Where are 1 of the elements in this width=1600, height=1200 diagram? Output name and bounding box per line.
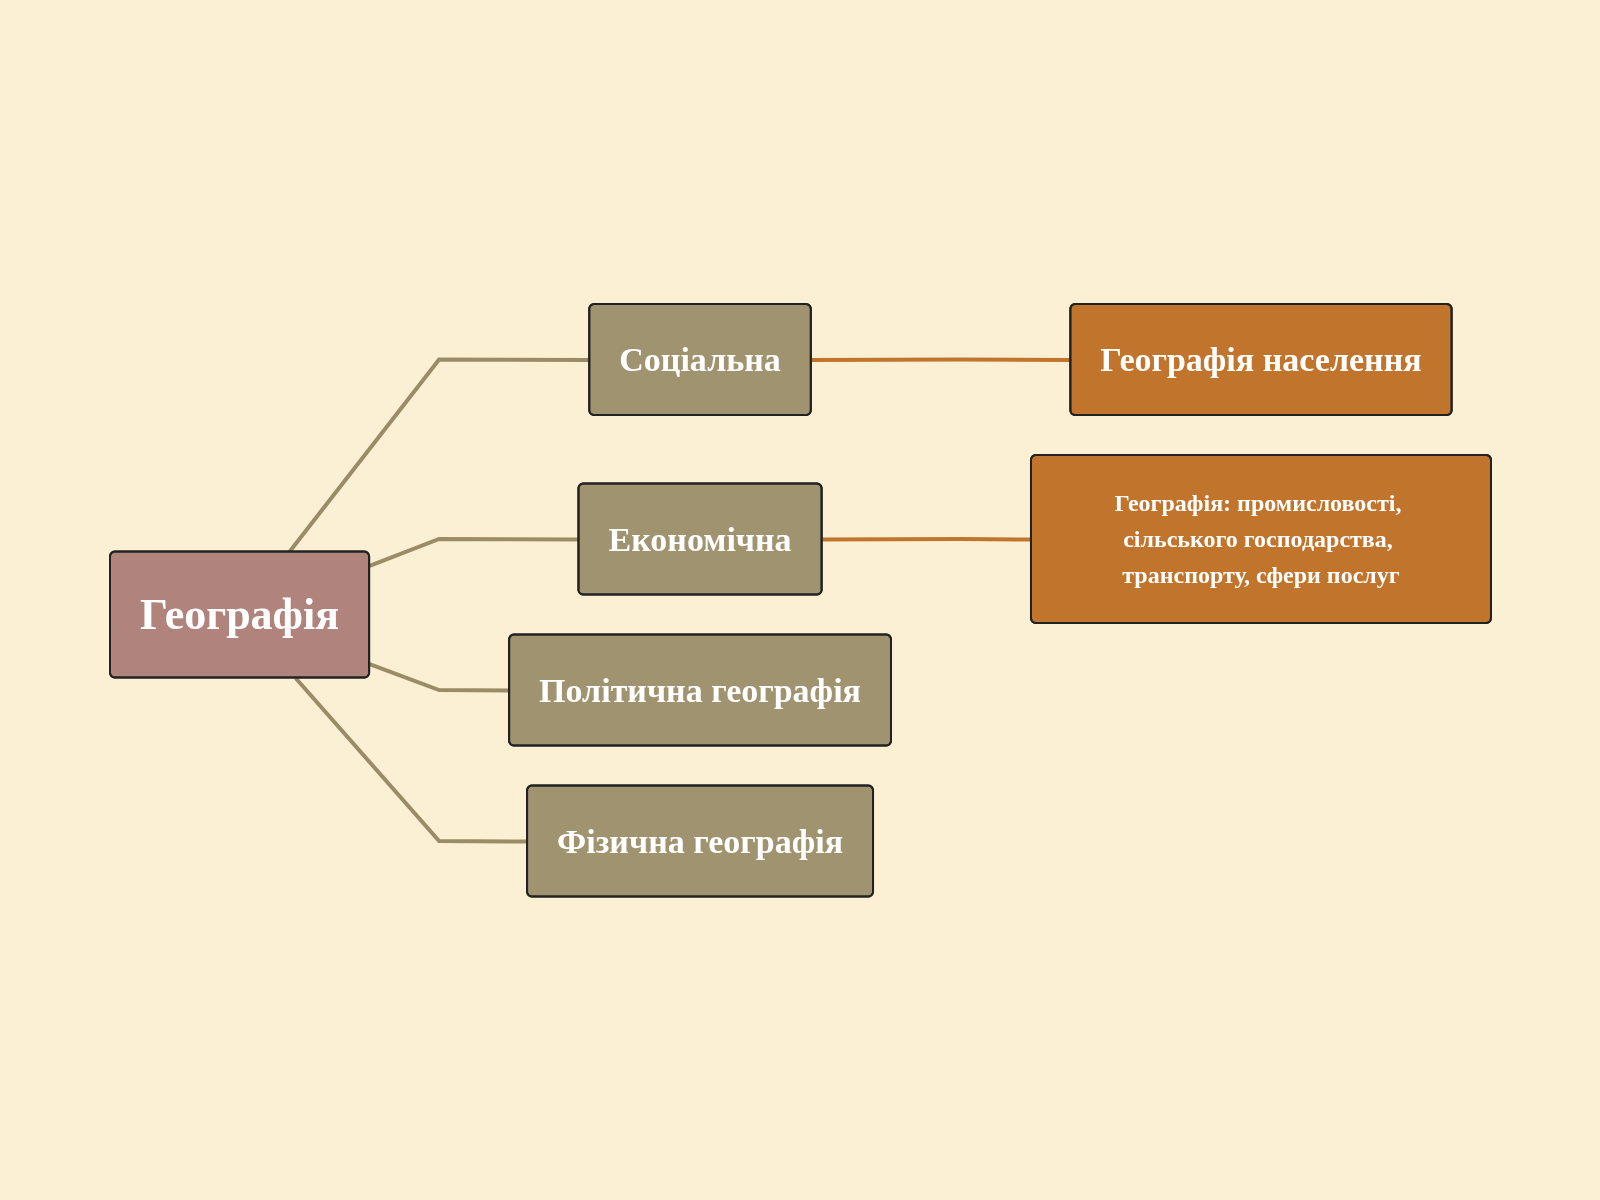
connector [821,536,1031,542]
